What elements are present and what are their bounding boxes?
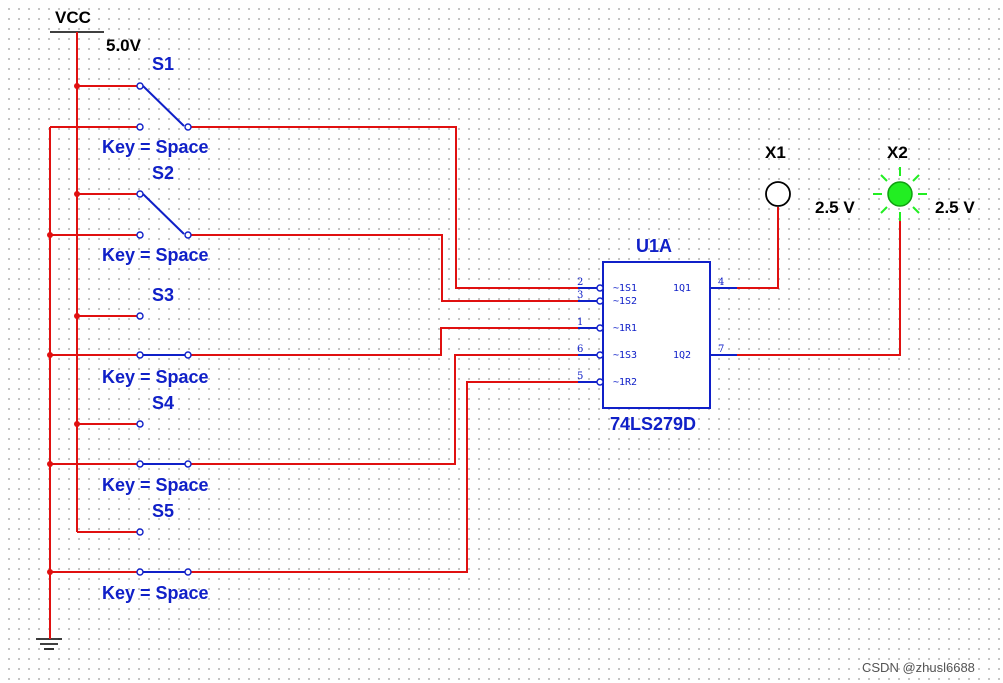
switch-s5-label: S5 xyxy=(152,501,174,521)
switch-s4-key: Key = Space xyxy=(102,475,209,495)
vcc-symbol[interactable]: VCC 5.0V xyxy=(50,8,142,55)
chip-pin-6[interactable]: 6 ~1S3 xyxy=(577,344,637,361)
watermark: CSDN @zhusl6688 xyxy=(862,660,975,675)
switch-s1-label: S1 xyxy=(152,54,174,74)
switch-s4[interactable]: S4 Key = Space xyxy=(102,393,209,495)
svg-text:~1R1: ~1R1 xyxy=(613,323,637,334)
svg-text:3: 3 xyxy=(577,290,583,301)
svg-text:7: 7 xyxy=(718,344,724,355)
probe-x2-value: 2.5 V xyxy=(935,198,975,217)
svg-text:1Q2: 1Q2 xyxy=(673,350,691,361)
wire-q2-x2 xyxy=(737,214,901,356)
switch-s5-key: Key = Space xyxy=(102,583,209,603)
vcc-label: VCC xyxy=(55,8,91,27)
chip-pin-2[interactable]: 2 ~1S1 xyxy=(577,277,637,294)
switch-s1[interactable]: S1 Key = Space xyxy=(102,54,209,157)
vcc-voltage: 5.0V xyxy=(106,36,142,55)
wire-s5-pin5 xyxy=(190,381,597,573)
svg-text:~1S1: ~1S1 xyxy=(613,283,637,294)
svg-text:1: 1 xyxy=(577,317,583,328)
svg-text:~1R2: ~1R2 xyxy=(613,377,637,388)
switch-s2-key: Key = Space xyxy=(102,245,209,265)
probe-x1-label: X1 xyxy=(765,143,786,162)
wires xyxy=(49,32,901,639)
wire-s2-pin3 xyxy=(190,234,597,302)
svg-text:5: 5 xyxy=(577,371,583,382)
wire-s3-pin1 xyxy=(190,327,597,356)
switch-s3-key: Key = Space xyxy=(102,367,209,387)
ground-symbol[interactable] xyxy=(36,638,62,650)
chip-pin-7[interactable]: 7 1Q2 xyxy=(673,344,737,361)
probe-x2-label: X2 xyxy=(887,143,908,162)
chip-u1a[interactable]: U1A 74LS279D 2 ~1S1 3 ~1S2 1 ~1R1 6 ~1S3 xyxy=(577,236,737,434)
chip-part: 74LS279D xyxy=(610,414,696,434)
switch-s2-label: S2 xyxy=(152,163,174,183)
probe-x2-lamp xyxy=(887,181,913,207)
svg-text:~1S2: ~1S2 xyxy=(613,296,637,307)
vcc-branches xyxy=(77,85,138,533)
chip-body xyxy=(602,261,711,409)
wire-s4-pin6 xyxy=(190,354,597,465)
svg-text:4: 4 xyxy=(718,277,724,288)
chip-pin-5[interactable]: 5 ~1R2 xyxy=(577,371,637,388)
svg-text:2: 2 xyxy=(577,277,583,288)
probe-x1-value: 2.5 V xyxy=(815,198,855,217)
svg-text:~1S3: ~1S3 xyxy=(613,350,637,361)
chip-ref: U1A xyxy=(636,236,672,256)
probe-x1-lamp xyxy=(765,181,791,207)
probe-x2-glow-icon xyxy=(873,167,927,221)
switch-s3[interactable]: S3 Key = Space xyxy=(102,285,209,387)
switch-s1-key: Key = Space xyxy=(102,137,209,157)
chip-pin-3[interactable]: 3 ~1S2 xyxy=(577,290,637,307)
switch-s5[interactable]: S5 Key = Space xyxy=(102,501,209,603)
svg-text:6: 6 xyxy=(577,344,583,355)
chip-pin-4[interactable]: 4 1Q1 xyxy=(673,277,737,294)
junctions xyxy=(47,83,80,575)
probe-x2[interactable]: X2 2.5 V xyxy=(873,143,975,221)
wire-q1-x1 xyxy=(737,207,779,289)
switch-s4-label: S4 xyxy=(152,393,174,413)
switch-s2[interactable]: S2 Key = Space xyxy=(102,163,209,265)
probe-x1[interactable]: X1 2.5 V xyxy=(765,143,855,217)
chip-pin-1[interactable]: 1 ~1R1 xyxy=(577,317,637,334)
switch-s3-label: S3 xyxy=(152,285,174,305)
svg-text:1Q1: 1Q1 xyxy=(673,283,691,294)
wire-s1-pin2 xyxy=(190,126,597,289)
ground-branches xyxy=(50,126,138,573)
